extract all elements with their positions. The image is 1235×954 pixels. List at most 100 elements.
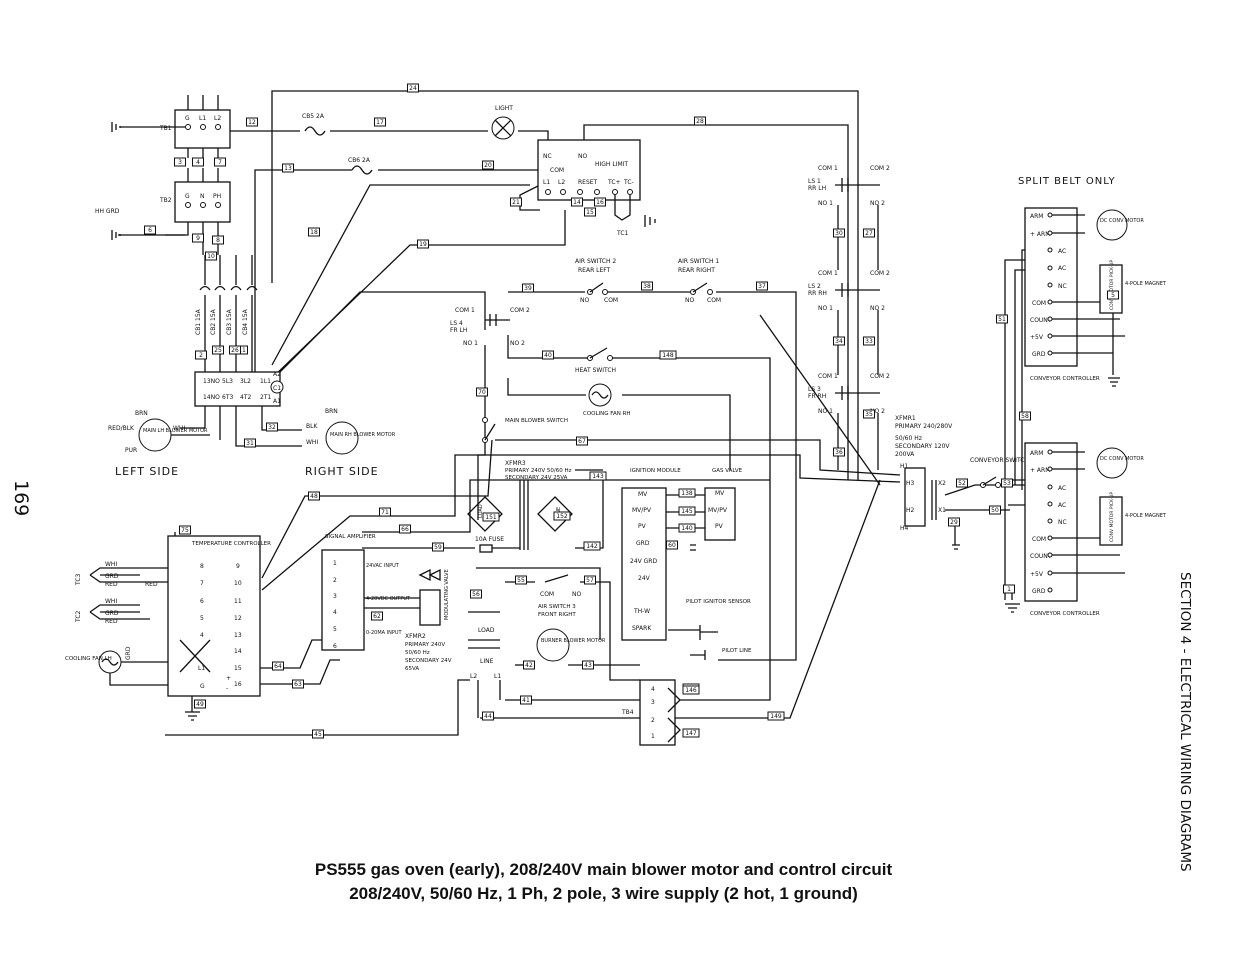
- svg-text:L1: L1: [543, 179, 550, 186]
- svg-text:COM 1: COM 1: [818, 270, 838, 277]
- svg-text:1: 1: [1007, 586, 1011, 593]
- svg-text:2: 2: [651, 717, 655, 724]
- svg-text:7: 7: [218, 159, 222, 166]
- wire-tag-10: 10: [205, 251, 217, 261]
- transformer-xfmr1: XFMR1 PRIMARY 240/280V 50/60 Hz SECONDAR…: [895, 415, 953, 532]
- svg-text:A1: A1: [273, 398, 281, 405]
- svg-text:TEMPERATURE CONTROLLER: TEMPERATURE CONTROLLER: [191, 541, 271, 547]
- svg-text:GRD: GRD: [105, 573, 119, 580]
- modulating-valve: MODULATING VALVE: [364, 568, 450, 626]
- svg-text:COM 2: COM 2: [870, 165, 890, 172]
- dc-conv-motor-top: DC CONV MOTOR: [1096, 209, 1144, 241]
- svg-text:75: 75: [181, 527, 189, 534]
- svg-text:148: 148: [662, 352, 674, 359]
- limit-switches-right: COM 1 COM 2 LS 1 RR LH NO 1 NO 2 COM 1 C…: [808, 165, 890, 470]
- svg-text:WHI: WHI: [306, 439, 318, 446]
- wire-tag-9: 9: [192, 233, 204, 243]
- svg-text:AIR SWITCH 2: AIR SWITCH 2: [575, 258, 616, 265]
- svg-text:ARM: ARM: [1030, 450, 1043, 457]
- cooling-fan-lh: COOLING FAN LH: [65, 650, 168, 686]
- wire-tag-145: 145: [678, 506, 696, 516]
- svg-text:+: +: [226, 675, 231, 682]
- svg-text:COOLING FAN LH: COOLING FAN LH: [65, 656, 112, 662]
- svg-text:12: 12: [248, 119, 256, 126]
- wire-tag-63: 63: [292, 679, 304, 689]
- svg-text:64: 64: [274, 663, 282, 670]
- svg-text:146: 146: [685, 687, 697, 694]
- svg-text:NO: NO: [685, 297, 694, 304]
- wire-tag-152: 152: [553, 511, 571, 521]
- svg-text:ARM: ARM: [1030, 213, 1043, 220]
- wire-tag-62: 62: [371, 611, 383, 621]
- svg-text:CONV MOTOR PICK-UP: CONV MOTOR PICK-UP: [1109, 492, 1115, 542]
- pickup-bottom: CONV MOTOR PICK-UP 4-POLE MAGNET: [1099, 492, 1167, 546]
- svg-text:45: 45: [314, 731, 322, 738]
- svg-text:9: 9: [236, 563, 240, 570]
- oven-light: LIGHT: [491, 105, 515, 140]
- limit-switch-ls4: COM 1 COM 2 LS 4 FR LH NO 1 NO 2: [450, 307, 530, 347]
- svg-text:LS 3: LS 3: [808, 386, 821, 393]
- thermocouple-tc2: TC2 WHI GRD RED GRD: [75, 598, 150, 660]
- svg-text:152: 152: [556, 513, 568, 520]
- svg-text:15: 15: [586, 209, 594, 216]
- wire-tag-19: 19: [417, 239, 429, 249]
- svg-text:RED: RED: [145, 581, 158, 588]
- ground-symbols: [111, 122, 1120, 721]
- high-limit-switch: NC NO HIGH LIMIT COM L1 L2 RESET TC+ TC-…: [537, 139, 641, 237]
- svg-text:RED: RED: [105, 581, 118, 588]
- svg-text:1L1: 1L1: [260, 378, 271, 385]
- svg-text:REAR RIGHT: REAR RIGHT: [678, 267, 715, 274]
- svg-text:38: 38: [643, 283, 651, 290]
- svg-text:32: 32: [268, 424, 276, 431]
- wire-tag-32: 32: [266, 422, 278, 432]
- svg-text:6: 6: [200, 598, 204, 605]
- svg-text:67: 67: [578, 438, 586, 445]
- svg-text:NO 2: NO 2: [870, 408, 885, 415]
- svg-text:CB6 2A: CB6 2A: [348, 157, 371, 164]
- wire-tag-39: 39: [522, 283, 534, 293]
- svg-text:147: 147: [685, 730, 697, 737]
- svg-text:1: 1: [651, 733, 655, 740]
- svg-text:50/60 Hz: 50/60 Hz: [895, 435, 922, 442]
- svg-text:11: 11: [238, 347, 246, 354]
- svg-text:6: 6: [148, 227, 152, 234]
- wire-tag-2: 2: [195, 350, 207, 360]
- svg-text:WHI: WHI: [173, 425, 185, 432]
- svg-text:MV/PV: MV/PV: [632, 507, 652, 514]
- svg-text:142: 142: [586, 543, 598, 550]
- svg-text:4T2: 4T2: [240, 394, 251, 401]
- svg-text:TC1: TC1: [616, 230, 629, 237]
- svg-text:NO: NO: [572, 591, 581, 598]
- wire-tag-149: 149: [767, 711, 785, 721]
- svg-text:66: 66: [401, 526, 409, 533]
- svg-text:55: 55: [517, 577, 525, 584]
- svg-text:13NO: 13NO: [203, 378, 220, 385]
- svg-text:58: 58: [1021, 413, 1029, 420]
- svg-text:X2: X2: [938, 480, 946, 487]
- wire-tag-29: 29: [948, 517, 960, 527]
- svg-text:63: 63: [294, 681, 302, 688]
- wire-tag-43: 43: [582, 660, 594, 670]
- svg-text:16: 16: [234, 681, 242, 688]
- conveyor-controller-top: ARM + ARM AC AC NC COM COUNT +5V GRD CON…: [1024, 207, 1125, 382]
- svg-text:H4: H4: [900, 525, 909, 532]
- wire-tag-45: 45: [312, 729, 324, 739]
- right-side-label: RIGHT SIDE: [305, 465, 379, 478]
- svg-text:PV: PV: [715, 523, 724, 530]
- wire-tag-66: 66: [399, 524, 411, 534]
- svg-text:50: 50: [991, 507, 999, 514]
- circuit-breakers: CB1 15A CB2 15A CB3 15A CB4 15A: [195, 255, 258, 372]
- svg-text:16: 16: [596, 199, 604, 206]
- svg-text:PILOT IGNITOR SENSOR: PILOT IGNITOR SENSOR: [686, 599, 751, 605]
- wire-tag-71: 71: [379, 507, 391, 517]
- left-side-label: LEFT SIDE: [115, 465, 179, 478]
- wire-tag-28: 28: [694, 116, 706, 126]
- wire-tag-48: 48: [308, 491, 320, 501]
- svg-text:BRN: BRN: [135, 410, 148, 417]
- svg-text:TH-W: TH-W: [633, 608, 650, 615]
- svg-text:+5V: +5V: [1030, 334, 1044, 341]
- svg-text:L2: L2: [214, 115, 221, 122]
- wire-tag-37: 37: [756, 281, 768, 291]
- svg-text:TC2: TC2: [75, 610, 82, 623]
- svg-text:XFMR3: XFMR3: [505, 460, 526, 467]
